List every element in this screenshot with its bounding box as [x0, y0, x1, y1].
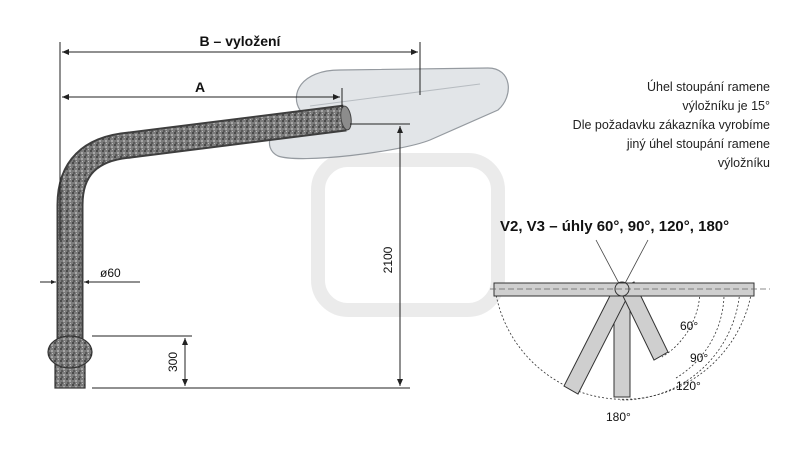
note-line-3: Dle požadavku zákazníka vyrobíme: [572, 118, 770, 132]
variants-title: V2, V3 – úhly 60°, 90°, 120°, 180°: [500, 218, 730, 235]
dimension-b: [59, 42, 421, 240]
diameter-label: ø60: [100, 266, 121, 280]
pipe-base: [47, 335, 93, 389]
angle-180-label: 180°: [606, 410, 631, 424]
angle-90-label: 90°: [690, 351, 708, 365]
bracket-pipe: [56, 104, 352, 345]
height-total-label: 2100: [381, 246, 395, 273]
note-line-2: výložníku je 15°: [682, 99, 770, 113]
dimension-b-label: B – vyložení: [200, 33, 282, 49]
dimension-a-label: A: [195, 79, 205, 95]
dimension-a: [62, 88, 343, 108]
angle-60-label: 60°: [680, 319, 698, 333]
height-base-label: 300: [166, 352, 180, 372]
note-line-1: Úhel stoupání ramene: [647, 80, 770, 94]
angle-variants-sketch: [490, 239, 770, 401]
note-line-5: výložníku: [717, 156, 770, 170]
lamp-head: [268, 67, 509, 160]
watermark: [311, 153, 505, 317]
dimension-height-base: [92, 335, 192, 386]
dimension-height-total: [92, 123, 410, 389]
angle-120-label: 120°: [676, 379, 701, 393]
rise-angle-note: Úhel stoupání ramene výložníku je 15° Dl…: [510, 78, 770, 173]
note-line-4: jiný úhel stoupání ramene: [626, 137, 770, 151]
